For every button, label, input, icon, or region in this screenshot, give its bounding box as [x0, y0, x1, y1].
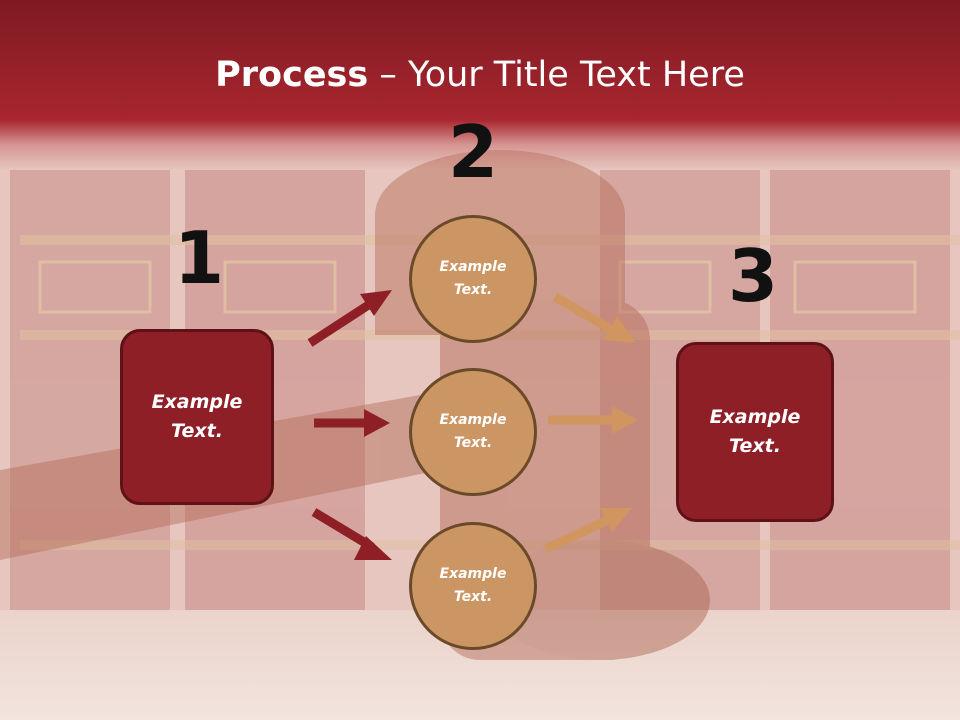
- circle-middle: Example Text.: [409, 368, 537, 496]
- circle-middle-line2: Text.: [453, 435, 493, 451]
- circle-bottom-line1: Example: [439, 566, 507, 582]
- step-number-3: 3: [727, 234, 779, 318]
- arrow-bottom-to-right: [544, 508, 632, 554]
- target-box: Example Text.: [676, 342, 834, 522]
- source-box: Example Text.: [120, 329, 274, 505]
- target-box-line2: Text.: [729, 435, 781, 457]
- circle-bottom: Example Text.: [409, 522, 537, 650]
- arrow-left-to-bottom: [311, 508, 392, 560]
- arrow-top-to-right: [552, 293, 636, 343]
- circle-top: Example Text.: [409, 215, 537, 343]
- title-bold: Process: [215, 55, 369, 95]
- slide-title: Process – Your Title Text Here: [0, 52, 960, 98]
- source-box-line1: Example: [151, 391, 243, 413]
- arrow-middle-to-right: [548, 406, 638, 434]
- arrow-left-to-middle: [314, 409, 390, 437]
- title-band: [0, 0, 960, 170]
- title-rest: – Your Title Text Here: [368, 55, 745, 95]
- step-number-2: 2: [447, 110, 499, 194]
- source-box-line2: Text.: [171, 420, 223, 442]
- circle-top-line2: Text.: [453, 282, 493, 298]
- arrow-left-to-top: [307, 290, 392, 347]
- circle-bottom-line2: Text.: [453, 589, 493, 605]
- circle-top-line1: Example: [439, 259, 507, 275]
- target-box-line1: Example: [709, 406, 801, 428]
- step-number-1: 1: [173, 216, 225, 300]
- circle-middle-line1: Example: [439, 412, 507, 428]
